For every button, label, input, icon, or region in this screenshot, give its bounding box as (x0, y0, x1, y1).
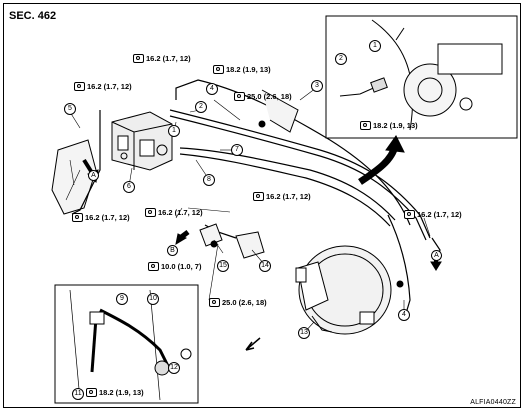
callout-11: 11 (72, 388, 84, 400)
torque-label: 18.2 (1.9, 13) (86, 388, 144, 397)
inset-detail-drawing (339, 19, 503, 131)
front-arrow (245, 337, 261, 351)
torque-label: 16.2 (1.7, 12) (133, 54, 191, 63)
tightening-torque-icon (145, 208, 156, 217)
inset-lower-drawing (69, 289, 192, 401)
tightening-torque-icon (133, 54, 144, 63)
torque-label: 18.2 (1.9, 13) (213, 65, 271, 74)
torque-label: 25.0 (2.6, 18) (234, 92, 292, 101)
inset-callout-1: 1 (369, 40, 381, 52)
torque-label: 16.2 (1.7, 12) (145, 208, 203, 217)
callout-4-booster: 4 (398, 309, 410, 321)
diagram-frame (3, 3, 521, 408)
callout-15: 15 (217, 260, 229, 272)
marker-b: B (167, 245, 178, 256)
brake-booster (295, 245, 392, 335)
section-label: SEC. 462 (9, 10, 57, 22)
torque-label: 16.2 (1.7, 12) (253, 192, 311, 201)
inset-callout-2: 2 (335, 53, 347, 65)
torque-label: 10.0 (1.0, 7) (148, 262, 201, 271)
callout-3: 3 (311, 80, 323, 92)
tightening-torque-icon (213, 65, 224, 74)
torque-label: 16.2 (1.7, 12) (404, 210, 462, 219)
callout-2: 2 (195, 101, 207, 113)
tightening-torque-icon (404, 210, 415, 219)
callout-13: 13 (298, 327, 310, 339)
torque-label: 18.2 (1.9, 13) (360, 121, 418, 130)
callout-6: 6 (123, 181, 135, 193)
brake-tubes (71, 79, 441, 321)
bolt (258, 120, 266, 128)
callout-9: 9 (116, 293, 128, 305)
abs-bracket (51, 139, 97, 215)
torque-label: 16.2 (1.7, 12) (72, 213, 130, 222)
bolt (396, 280, 404, 288)
marker-a-left: A (88, 170, 99, 181)
callout-14: 14 (259, 260, 271, 272)
torque-label: 16.2 (1.7, 12) (74, 82, 132, 91)
tightening-torque-icon (74, 82, 85, 91)
callout-1: 1 (168, 125, 180, 137)
callout-5: 5 (64, 103, 76, 115)
torque-label: 25.0 (2.6, 18) (209, 298, 267, 307)
tightening-torque-icon (86, 388, 97, 397)
callout-7: 7 (231, 144, 243, 156)
tightening-torque-icon (253, 192, 264, 201)
marker-a-right: A (431, 250, 442, 261)
tightening-torque-icon (209, 298, 220, 307)
tightening-torque-icon (360, 121, 371, 130)
callout-8: 8 (203, 174, 215, 186)
bracket-15 (199, 223, 223, 247)
abs-actuator (111, 111, 173, 171)
callout-12: 12 (168, 362, 180, 374)
callout-10: 10 (147, 293, 159, 305)
tightening-torque-icon (148, 262, 159, 271)
callout-4: 4 (206, 83, 218, 95)
figure-id: ALFIA0440ZZ (470, 399, 516, 406)
tightening-torque-icon (234, 92, 245, 101)
bolt (210, 240, 218, 248)
bracket-14 (235, 231, 265, 259)
tightening-torque-icon (72, 213, 83, 222)
